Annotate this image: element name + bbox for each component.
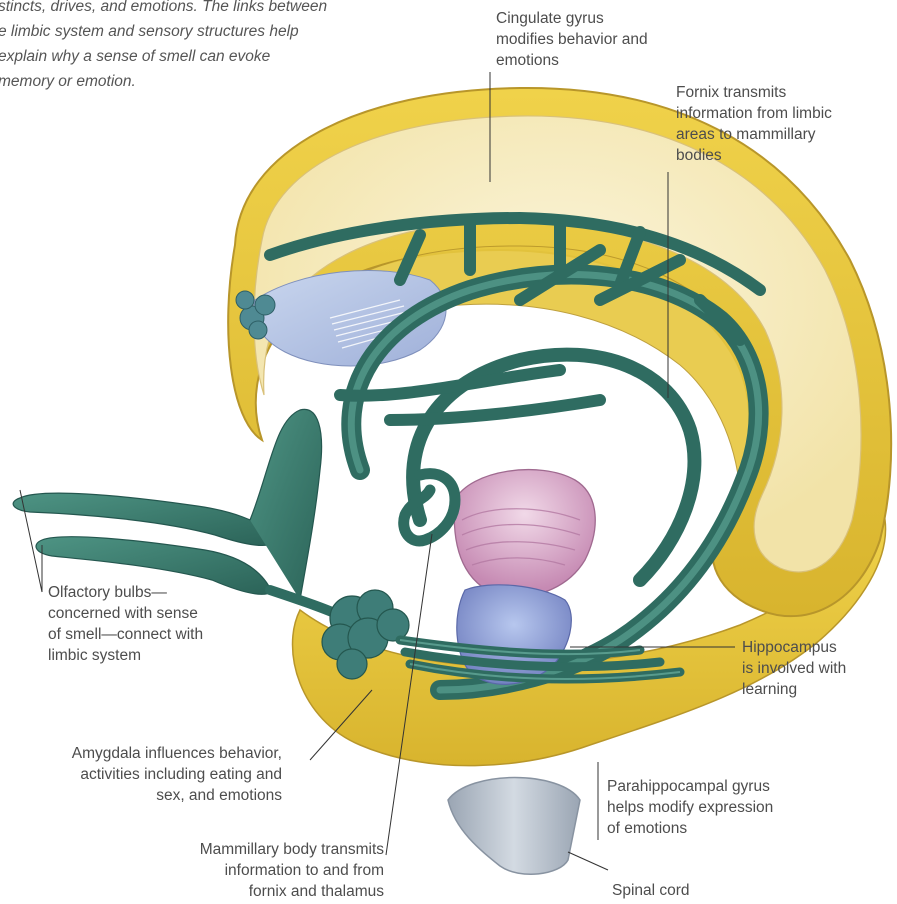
label-hippocampus: Hippocampus is involved with learning (742, 637, 846, 700)
label-line: concerned with sense (48, 603, 203, 624)
label-line: Fornix transmits (676, 82, 832, 103)
label-spinal-cord: Spinal cord (612, 880, 690, 901)
label-line: is involved with (742, 658, 846, 679)
label-line: of smell—connect with (48, 624, 203, 645)
label-line: information to and from (200, 860, 384, 881)
intro-line: explain why a sense of smell can evoke (0, 44, 428, 69)
label-line: limbic system (48, 645, 203, 666)
label-line: learning (742, 679, 846, 700)
label-line: modifies behavior and (496, 29, 648, 50)
label-line: fornix and thalamus (200, 881, 384, 902)
label-line: bodies (676, 145, 832, 166)
label-line: Mammillary body transmits (200, 839, 384, 860)
label-fornix: Fornix transmits information from limbic… (676, 82, 832, 166)
intro-line: e limbic system and sensory structures h… (0, 19, 428, 44)
label-line: sex, and emotions (72, 785, 282, 806)
label-parahippocampal-gyrus: Parahippocampal gyrus helps modify expre… (607, 776, 773, 839)
label-line: emotions (496, 50, 648, 71)
label-line: Cingulate gyrus (496, 8, 648, 29)
label-line: Parahippocampal gyrus (607, 776, 773, 797)
label-line: helps modify expression (607, 797, 773, 818)
intro-text: stincts, drives, and emotions. The links… (0, 0, 428, 94)
label-line: Spinal cord (612, 880, 690, 901)
label-line: Hippocampus (742, 637, 846, 658)
label-olfactory-bulbs: Olfactory bulbs— concerned with sense of… (48, 582, 203, 666)
intro-line: stincts, drives, and emotions. The links… (0, 0, 428, 19)
label-line: of emotions (607, 818, 773, 839)
label-line: information from limbic (676, 103, 832, 124)
label-line: Olfactory bulbs— (48, 582, 203, 603)
intro-line: memory or emotion. (0, 69, 428, 94)
label-cingulate-gyrus: Cingulate gyrus modifies behavior and em… (496, 8, 648, 71)
label-line: areas to mammillary (676, 124, 832, 145)
spinal-leader (568, 852, 608, 870)
label-line: activities including eating and (72, 764, 282, 785)
label-line: Amygdala influences behavior, (72, 743, 282, 764)
label-mammillary-body: Mammillary body transmits information to… (200, 839, 384, 902)
label-amygdala: Amygdala influences behavior, activities… (72, 743, 282, 806)
spinal-cord-shape (448, 778, 580, 875)
